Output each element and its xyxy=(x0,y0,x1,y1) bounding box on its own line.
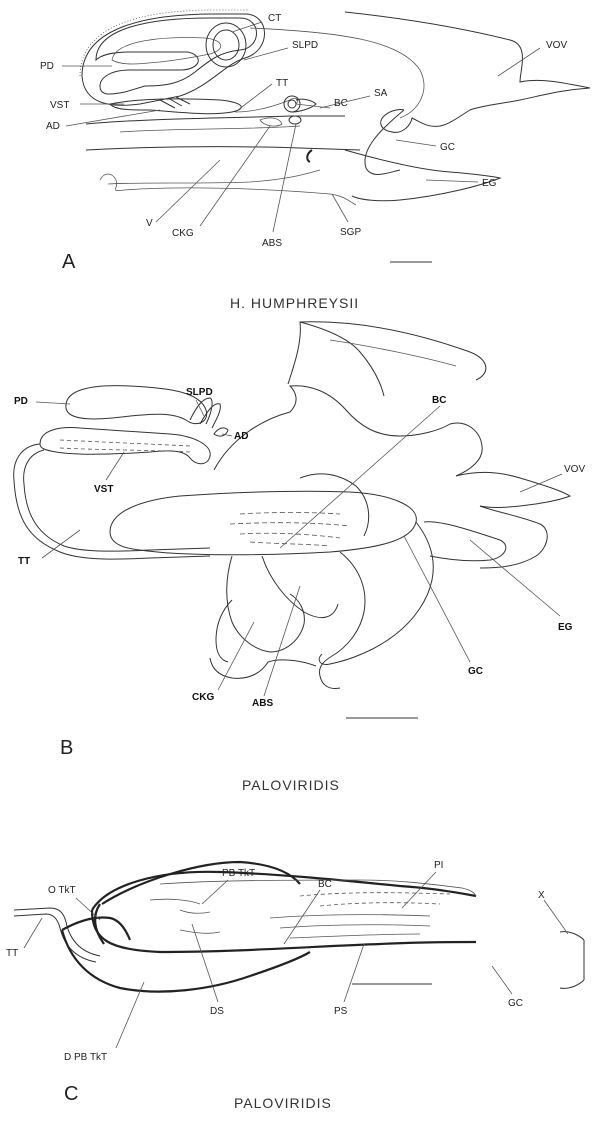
figure-b-top-inner xyxy=(330,340,456,366)
figure-c-label-pbtkt: PB TkT xyxy=(222,868,255,879)
figure-a-label-vst: VST xyxy=(50,100,69,111)
figure-b-tt xyxy=(14,444,210,559)
figure-a-shaft-mid xyxy=(120,126,300,132)
figure-a-plate-letter: A xyxy=(62,251,76,273)
figure-c-label-pi: PI xyxy=(434,860,443,871)
figure-b-plate-letter: B xyxy=(60,737,73,759)
figure-c-label-gc: GC xyxy=(508,998,523,1009)
figure-a: CT SLPD PD TT VOV BC SA VST AD GC EG V C… xyxy=(40,10,590,311)
figure-a-pd-inner xyxy=(112,38,221,64)
figure-b-label-tt: TT xyxy=(18,556,30,567)
figure-a-vst-tube xyxy=(110,99,241,114)
figure-c-dpbtkt xyxy=(62,930,310,992)
figure-a-label-ad: AD xyxy=(46,121,60,132)
figure-a-label-v: V xyxy=(146,218,153,229)
figure-a-caption: H. HUMPHREYSII xyxy=(230,295,359,311)
figure-b-label-vov: VOV xyxy=(564,464,585,475)
figure-b-bc-striae xyxy=(230,513,350,547)
figure-b-caption: PALOVIRIDIS xyxy=(242,777,340,793)
figure-c-label-ps: PS xyxy=(334,1006,348,1017)
figure-a-pd-outer-loop xyxy=(96,18,257,94)
figure-c-label-ds: DS xyxy=(210,1006,224,1017)
figure-a-bc-coil-inner xyxy=(288,100,296,108)
figure-a-label-gc: GC xyxy=(440,142,455,153)
figure-b-lower-leftlobe xyxy=(216,600,232,662)
figure-a-ckg-cluster xyxy=(260,118,282,126)
figure-b-lower-right xyxy=(319,522,433,664)
figure-a-label-abs: ABS xyxy=(262,238,282,249)
figure-a-label-eg: EG xyxy=(482,178,497,189)
figure-c-label-dpbtkt: D PB TkT xyxy=(64,1052,107,1063)
figure-c-caption: PALOVIRIDIS xyxy=(234,1095,332,1111)
figure-a-pd-outline xyxy=(82,14,265,105)
figure-b-label-vst: VST xyxy=(94,484,113,495)
figure-a-v-wavy xyxy=(100,174,356,205)
figure-b-vst-tubes xyxy=(40,428,210,464)
figure-b-upper-spike xyxy=(288,322,384,396)
figure-a-label-ckg: CKG xyxy=(172,228,194,239)
figure-c-label-tt: TT xyxy=(6,948,18,959)
figure-c-ds-lines xyxy=(150,899,220,933)
figure-a-shaft-top xyxy=(86,116,345,124)
figure-a-gc xyxy=(365,110,404,174)
figure-b: SLPD PD AD BC VST VOV TT EG CKG GC ABS B… xyxy=(14,322,586,793)
figure-c-plate-letter: C xyxy=(64,1083,78,1105)
figure-c-label-x: X xyxy=(538,890,545,901)
figure-c-pi-line2 xyxy=(320,903,440,906)
figure-b-tt-inner xyxy=(24,450,210,551)
figure-a-eg xyxy=(345,150,500,201)
figure-b-label-ad: AD xyxy=(234,431,248,442)
figure-a-label-sa: SA xyxy=(374,88,388,99)
figure-a-label-tt: TT xyxy=(276,78,288,89)
figure-c-pi-line xyxy=(300,893,450,896)
figure-c-ps-lines xyxy=(270,915,430,938)
figure-c-label-otkt: O TkT xyxy=(48,885,76,896)
figure-b-vst-inner xyxy=(60,440,190,446)
figure-a-label-ct: CT xyxy=(268,13,281,24)
figure-b-eg-tip xyxy=(424,522,506,561)
figure-b-lower-left xyxy=(227,556,305,652)
figure-b-center-lobe xyxy=(300,474,369,536)
figure-b-label-gc: GC xyxy=(468,666,483,677)
figure-b-label-pd: PD xyxy=(14,396,28,407)
figure-a-abs-center xyxy=(289,116,301,124)
figure-b-label-abs: ABS xyxy=(252,698,273,709)
figure-a-label-sgp: SGP xyxy=(340,227,361,238)
figure-b-label-ckg: CKG xyxy=(192,692,214,703)
figure-a-shaft-bottom xyxy=(86,147,360,150)
figure-a-label-slpd: SLPD xyxy=(292,40,318,51)
figure-a-small-crescent xyxy=(307,150,312,162)
figure-c-x-marker xyxy=(560,932,584,989)
figure-c-label-bc: BC xyxy=(318,879,332,890)
figure-c-outline-bottom xyxy=(92,910,476,952)
figure-c: PB TkT O TkT BC PI X TT DS PS GC D PB Tk… xyxy=(6,860,584,1111)
figure-a-label-bc: BC xyxy=(334,98,348,109)
figure-b-label-slpd: SLPD xyxy=(186,387,213,398)
figure-b-lower-mid xyxy=(320,552,366,689)
figure-a-v-wavy2 xyxy=(108,170,320,184)
figure-b-label-eg: EG xyxy=(558,622,573,633)
figure-a-leaders xyxy=(62,22,540,232)
figure-b-leaders xyxy=(36,400,562,696)
figure-a-label-pd: PD xyxy=(40,61,54,72)
figure-a-label-vov: VOV xyxy=(546,40,567,51)
figure-b-label-bc: BC xyxy=(432,395,446,406)
figure-a-vov xyxy=(345,12,590,132)
figure-a-ct-coil-inner xyxy=(213,30,239,60)
